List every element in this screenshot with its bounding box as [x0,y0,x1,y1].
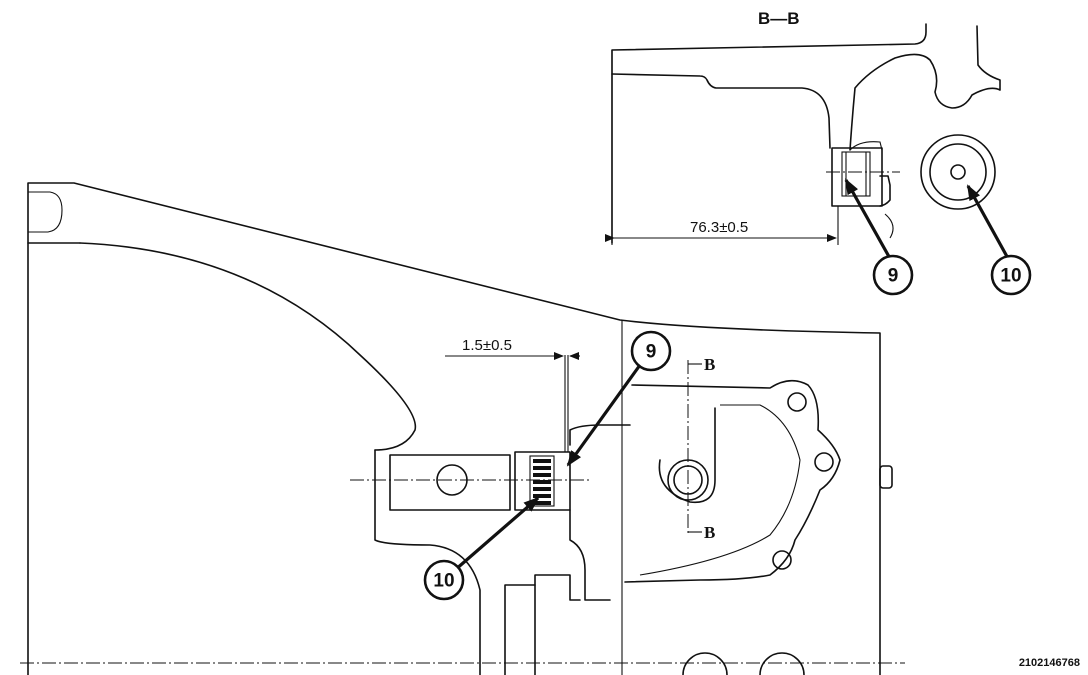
plug-inner-circle [929,143,987,201]
section-mark-top: B [704,355,715,374]
dim-1-5-label: 1.5±0.5 [462,337,512,354]
upper-slot [28,191,63,233]
bottom-circle-1 [682,652,728,675]
bolt-hole-2 [814,452,834,472]
dim-76-label: 76.3±0.5 [690,219,748,236]
cover-plate-inner [639,404,801,576]
seal-bore-lower [569,509,611,601]
seal-spring [529,455,555,507]
cover-plate-outline [624,379,841,583]
bottom-circle-2 [759,652,805,675]
plug-outer-circle [920,134,996,210]
leader-9-section [844,178,894,263]
arm-curve [79,242,417,451]
casting-outline [849,25,1001,151]
plug-center-hole [950,164,966,180]
section-mark-bottom: B [704,523,715,542]
shaft-body [389,454,511,511]
callout-10-main: 10 [423,559,465,601]
side-stub [879,465,893,489]
shaft-housing [374,449,481,675]
seal-main-body [514,451,571,511]
callout-9-section: 9 [872,254,914,296]
callout-label: 9 [646,342,657,363]
callout-label: 10 [1000,266,1021,287]
main-view: 1.5±0.5 B B 9 [20,182,905,675]
section-title: B—B [758,9,800,28]
lower-boss [504,574,581,675]
bolt-hole-1 [787,392,807,412]
seal-flange [879,175,891,207]
bolt-hole-3 [772,550,792,570]
section-view-b-b: B—B 76.3±0.5 [605,9,1032,296]
callout-10-section: 10 [990,254,1032,296]
figure-id: 2102146768 [1018,657,1080,669]
callout-label: 9 [888,266,899,287]
housing-inner-outline [611,73,831,149]
seal-bore-upper [569,424,631,446]
leader-10-main [453,496,540,572]
seal-pattern [533,459,551,505]
seal-arc [884,213,894,239]
pivot-boss [658,407,716,504]
leader-9-main [566,364,642,467]
housing-top-outline [611,23,927,244]
callout-9-main: 9 [630,330,672,372]
seal-section-body [831,147,883,207]
housing-main-outline [27,182,881,675]
callout-label: 10 [433,571,454,592]
leader-10-section [966,184,1012,263]
